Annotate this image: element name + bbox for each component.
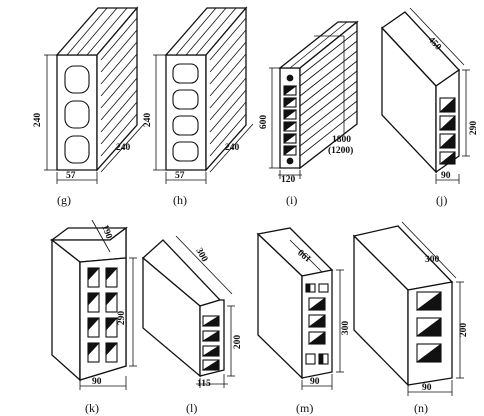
dim-i-width: 120	[281, 175, 296, 185]
figure-n: 300 200 90 (n)	[352, 221, 469, 415]
holes-m	[305, 283, 329, 365]
figure-m: 190 300 90 (m)	[256, 227, 351, 415]
dim-k-height: 290	[117, 311, 127, 326]
caption-n: (n)	[414, 401, 428, 415]
caption-h: (h)	[173, 193, 187, 207]
dim-n-length: 300	[425, 255, 440, 265]
block-n-body	[352, 225, 454, 387]
dim-m-height: 300	[341, 321, 351, 336]
dim-i-length: 1800	[332, 135, 351, 145]
dim-i-length-alt: (1200)	[328, 145, 353, 156]
block-m-body	[256, 227, 334, 380]
figure-h: 240 240 57 (h)	[143, 6, 254, 207]
figure-l: 300 200 115 (l)	[142, 235, 243, 415]
caption-j: (j)	[436, 193, 447, 207]
dim-h-width: 57	[175, 171, 185, 181]
dim-l-length: 300	[193, 247, 209, 265]
dim-k-length: 190	[99, 224, 113, 241]
dim-g-depth: 240	[116, 143, 131, 153]
dim-m-width: 90	[310, 377, 320, 387]
dim-g-height: 240	[33, 113, 43, 128]
dim-h-depth: 240	[225, 143, 240, 153]
dim-j-height: 290	[469, 121, 479, 136]
caption-i: (i)	[286, 193, 297, 207]
caption-g: (g)	[57, 193, 71, 207]
figure-g: 240 240 57 (g)	[33, 6, 145, 207]
block-j-body	[381, 11, 460, 174]
figure-k: 190 290 90 (k)	[50, 219, 137, 415]
dim-l-width: 115	[197, 379, 211, 389]
figure-i: 600 1800 (1200) 120 (i)	[259, 20, 359, 207]
block-k-body	[50, 226, 128, 382]
dim-l-height: 200	[233, 335, 243, 350]
dim-n-height: 200	[459, 323, 469, 338]
block-h-body	[164, 6, 248, 172]
caption-k: (k)	[85, 401, 99, 415]
dim-h-height: 240	[143, 113, 153, 128]
dim-j-width: 90	[441, 171, 451, 181]
caption-m: (m)	[296, 401, 313, 415]
dim-g-width: 57	[66, 171, 76, 181]
block-l-body	[142, 239, 225, 378]
block-g-body	[55, 6, 139, 172]
caption-l: (l)	[186, 401, 197, 415]
dim-k-width: 90	[92, 377, 102, 387]
dim-i-height: 600	[259, 115, 269, 130]
dim-n-width: 90	[422, 383, 432, 393]
holes-k	[87, 267, 118, 363]
block-i-body	[278, 20, 359, 170]
figure-j: 450 290 90 (j)	[381, 7, 479, 207]
